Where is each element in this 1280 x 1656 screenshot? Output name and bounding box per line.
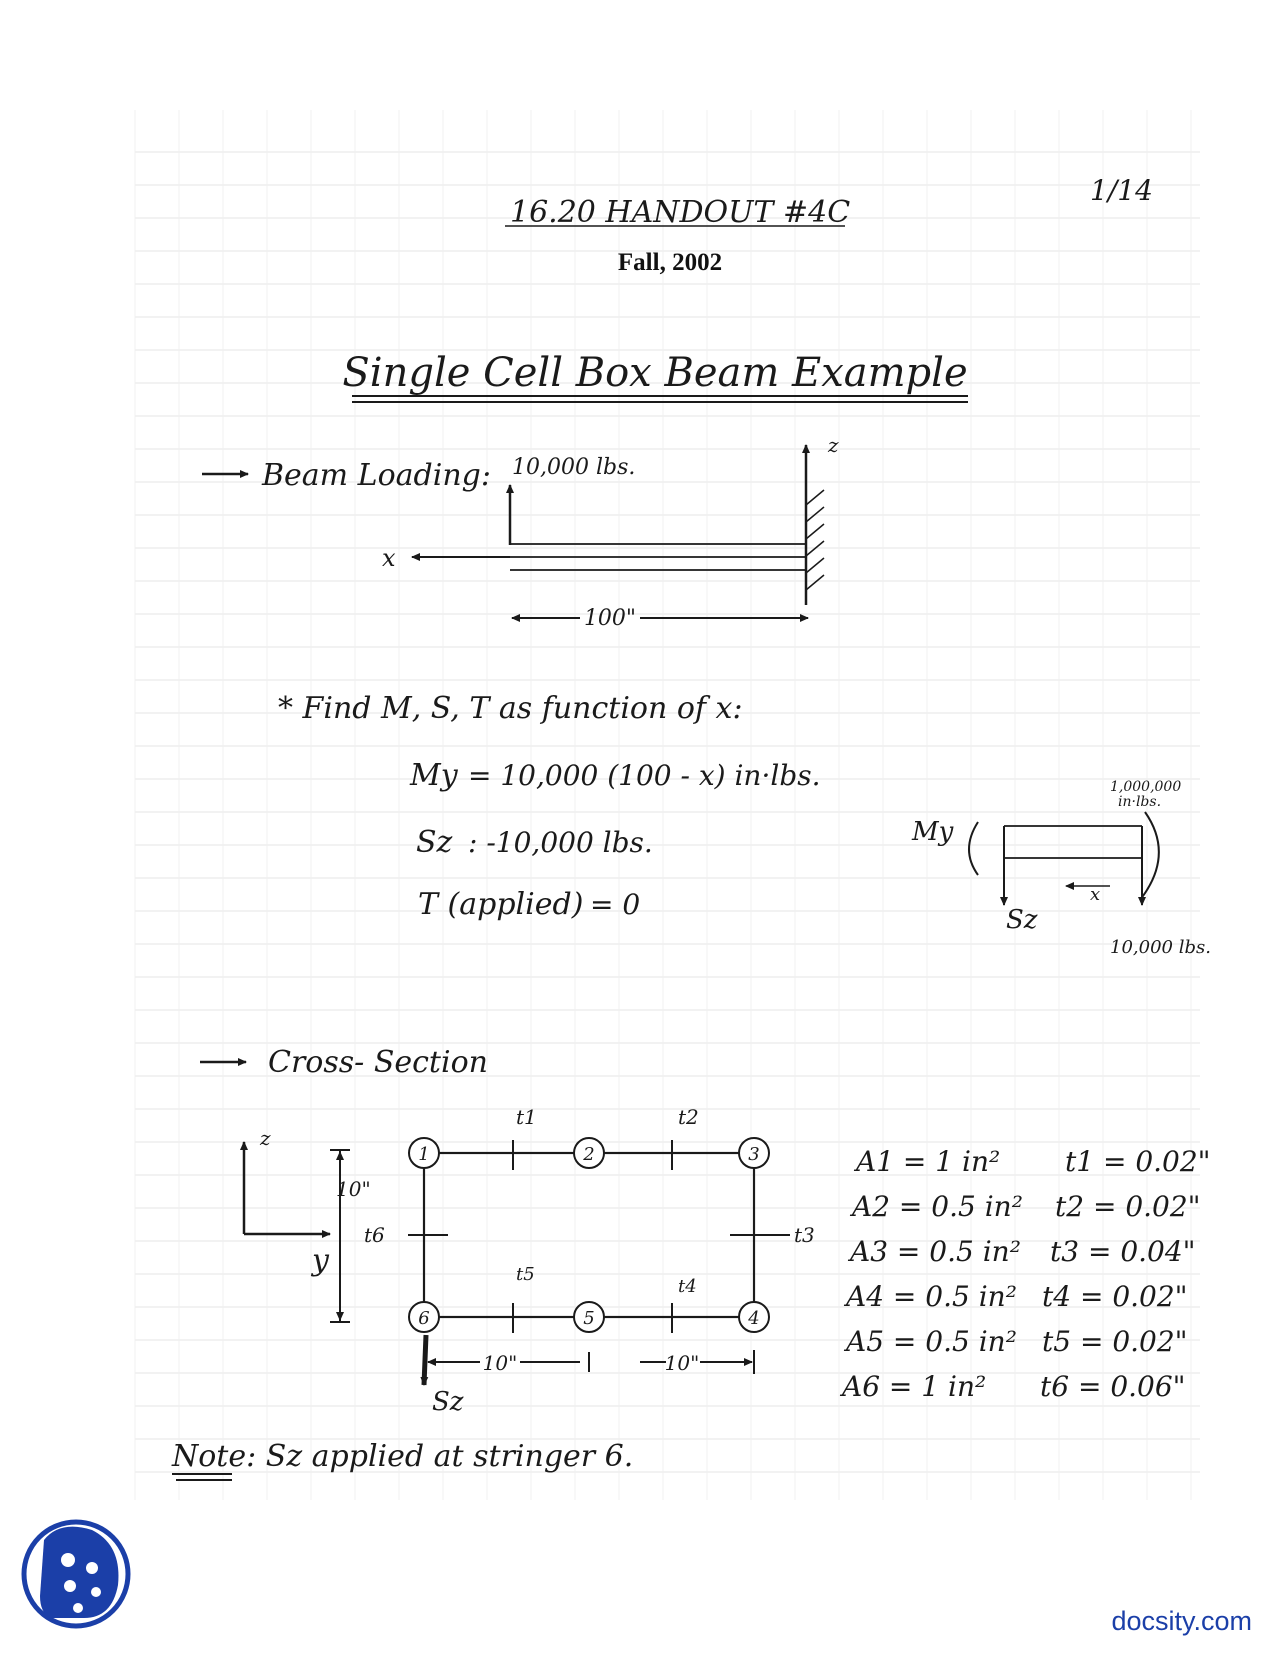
load-label: 10,000 lbs. [512, 455, 635, 480]
wall-hatching [805, 489, 825, 591]
thickness-4: t4 = 0.02" [1042, 1280, 1188, 1313]
length-label: 100" [584, 606, 636, 631]
svg-text:5: 5 [583, 1308, 594, 1329]
width-left-label: 10" [483, 1351, 518, 1375]
page-number: 1/14 [1090, 174, 1153, 207]
height-label: 10" [336, 1177, 371, 1201]
thickness-1: t1 = 0.02" [1065, 1145, 1211, 1178]
properties-table: A1 = 1 in² A2 = 0.5 in² A3 = 0.5 in² A4 … [839, 1145, 1211, 1403]
moment-arc-right [1139, 811, 1160, 901]
moment-rhs: = 10,000 (100 - x) in·lbs. [468, 759, 821, 792]
axis-z-label: z [259, 1126, 271, 1150]
t6-label: t6 [364, 1223, 385, 1247]
svg-text:3: 3 [748, 1144, 759, 1165]
free-body-diagram: 1,000,000 in·lbs. My Sz x 10,000 lbs. [911, 779, 1211, 958]
area-2: A2 = 0.5 in² [849, 1190, 1023, 1223]
stringer-1: 1 [408, 1137, 440, 1169]
area-3: A3 = 0.5 in² [847, 1235, 1021, 1268]
page-title: Single Cell Box Beam Example [342, 350, 968, 403]
fbd-moment-label: My [911, 817, 954, 847]
note-text: Note: Sz applied at stringer 6. [171, 1439, 633, 1474]
handout-title: 16.20 HANDOUT #4C [510, 195, 850, 230]
box-outline [422, 1151, 756, 1319]
cross-section-label: Cross- Section [268, 1045, 488, 1080]
t2-label: t2 [678, 1105, 699, 1129]
stringer-5: 5 [573, 1301, 605, 1333]
title-text: Single Cell Box Beam Example [342, 350, 967, 396]
moment-lhs: My [409, 758, 459, 793]
docsity-brand-link[interactable]: docsity.com [1111, 1606, 1252, 1636]
fbd-moment-value: 1,000,000 [1110, 779, 1181, 795]
moment-arc-left [968, 821, 979, 876]
axis-y-label: y [310, 1243, 330, 1278]
applied-shear-arrow [420, 1334, 429, 1386]
stringer-4: 4 [738, 1301, 770, 1333]
t1-label: t1 [516, 1105, 537, 1129]
area-4: A4 = 0.5 in² [843, 1280, 1017, 1313]
cross-section: Cross- Section z y 10" t1 t2 t3 t4 t5 t6 [200, 1045, 1211, 1417]
beam-loading-section: Beam Loading: 10,000 lbs. x z 100" [202, 433, 839, 631]
thickness-2: t2 = 0.02" [1055, 1190, 1201, 1223]
t5-label: t5 [516, 1264, 535, 1285]
grid-paper [134, 110, 1200, 1500]
term-label: Fall, 2002 [618, 249, 722, 276]
stringer-3: 3 [738, 1137, 770, 1169]
thickness-5: t5 = 0.02" [1042, 1325, 1188, 1358]
x-axis-label: x [382, 544, 396, 572]
find-section: * Find M, S, T as function of x: My = 10… [278, 691, 821, 922]
thickness-3: t3 = 0.04" [1050, 1235, 1196, 1268]
fbd-x-label: x [1090, 884, 1100, 905]
stringer-2: 2 [573, 1137, 605, 1169]
shear-rhs: : -10,000 lbs. [468, 826, 653, 859]
fbd-end-load: 10,000 lbs. [1110, 937, 1211, 958]
page-header: 16.20 HANDOUT #4C Fall, 2002 1/14 [505, 174, 1153, 276]
area-5: A5 = 0.5 in² [843, 1325, 1017, 1358]
note: Note: Sz applied at stringer 6. [171, 1439, 633, 1481]
z-axis-label: z [827, 433, 839, 457]
svg-text:4: 4 [747, 1308, 759, 1329]
torque-lhs: T (applied) [418, 887, 583, 922]
t3-label: t3 [794, 1223, 815, 1247]
torque-rhs: = 0 [590, 888, 640, 921]
svg-text:1: 1 [418, 1144, 429, 1165]
find-heading: * Find M, S, T as function of x: [278, 691, 743, 726]
applied-shear-label: Sz [432, 1387, 464, 1417]
svg-text:2: 2 [582, 1144, 594, 1165]
svg-text:6: 6 [418, 1308, 429, 1329]
area-6: A6 = 1 in² [839, 1370, 986, 1403]
stringer-6: 6 [408, 1301, 440, 1333]
thickness-6: t6 = 0.06" [1040, 1370, 1186, 1403]
docsity-logo-icon [21, 1519, 131, 1629]
area-1: A1 = 1 in² [853, 1145, 1000, 1178]
fbd-shear-label: Sz [1006, 905, 1038, 935]
fbd-moment-unit: in·lbs. [1118, 794, 1161, 810]
width-right-label: 10" [665, 1351, 700, 1375]
t4-label: t4 [678, 1276, 697, 1297]
beam-loading-label: Beam Loading: [261, 458, 491, 493]
shear-lhs: Sz [416, 825, 453, 860]
